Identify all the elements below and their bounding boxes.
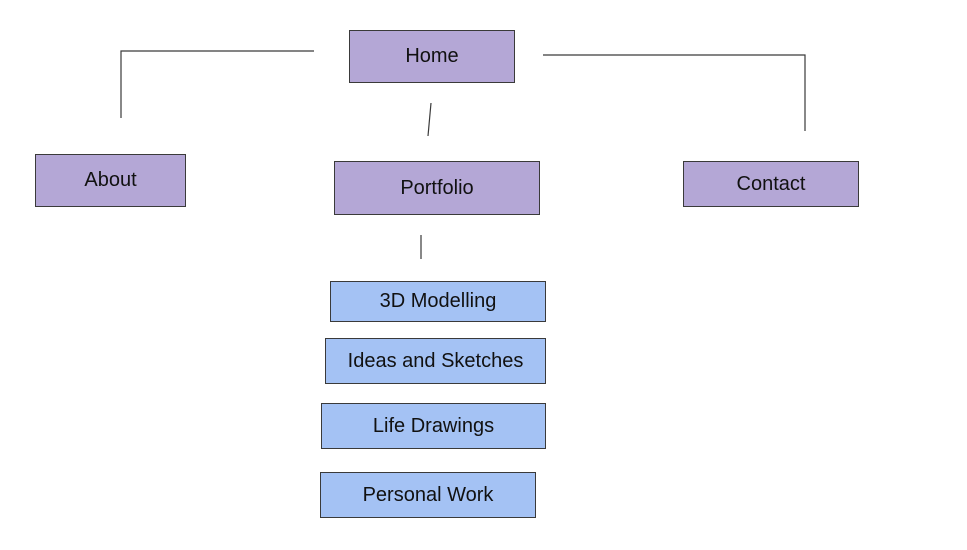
node-3d-modelling[interactable]: 3D Modelling (330, 281, 546, 322)
node-contact[interactable]: Contact (683, 161, 859, 207)
connector-home-portfolio (427, 102, 432, 137)
connector-home-contact (543, 54, 806, 131)
node-home[interactable]: Home (349, 30, 515, 83)
connector-home-about (120, 50, 314, 118)
node-portfolio-label: Portfolio (400, 176, 474, 199)
node-about-label: About (84, 169, 137, 191)
node-ideas-and-sketches[interactable]: Ideas and Sketches (325, 338, 546, 384)
node-portfolio[interactable]: Portfolio (334, 161, 540, 215)
node-home-label: Home (405, 45, 459, 67)
node-personal-work[interactable]: Personal Work (320, 472, 536, 518)
node-life-drawings[interactable]: Life Drawings (321, 403, 546, 449)
node-about[interactable]: About (35, 154, 186, 207)
node-life-drawings-label: Life Drawings (372, 414, 495, 437)
node-3d-modelling-label: 3D Modelling (379, 290, 497, 312)
node-personal-work-label: Personal Work (362, 483, 494, 506)
node-ideas-and-sketches-label: Ideas and Sketches (347, 349, 524, 372)
node-contact-label: Contact (736, 172, 806, 195)
